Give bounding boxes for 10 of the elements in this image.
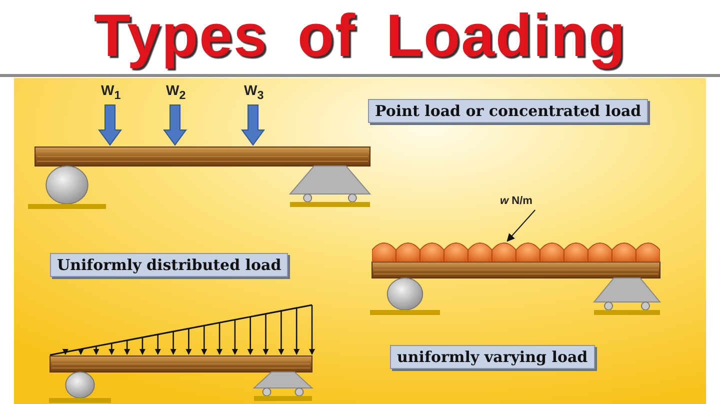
leader-line [506,210,536,242]
load-type-label: uniformly varying load [390,345,595,369]
title: Types of Loading [92,1,628,71]
load-intensity-label: w N/m [500,192,554,210]
load-symbol: W$_{3}$ [244,82,264,102]
load-type-label: Point load or concentrated load [368,99,648,123]
load-symbol: W$_{1}$ [101,82,121,102]
load-symbol: W$_{2}$ [166,82,186,102]
distributed-load-drawing [372,240,660,262]
load-type-label: Uniformly distributed load [50,253,288,277]
